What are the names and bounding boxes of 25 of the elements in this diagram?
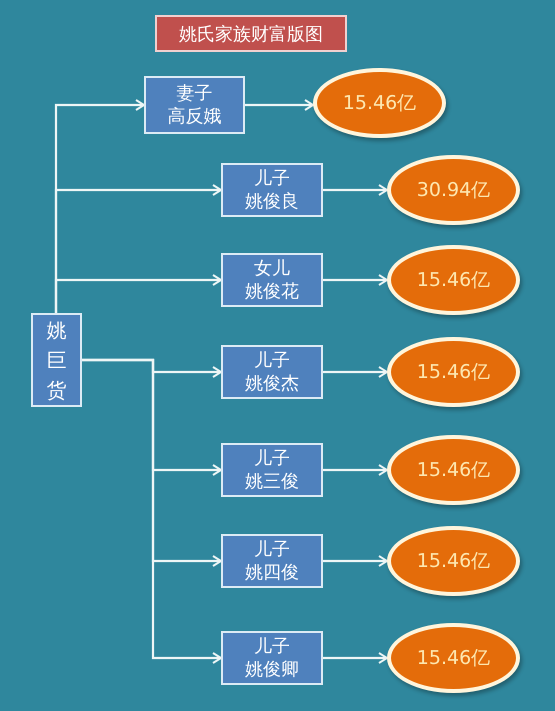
person-box: 姚巨货 bbox=[31, 313, 82, 407]
arrow bbox=[323, 652, 388, 664]
person-box: 儿子 姚俊杰 bbox=[221, 345, 323, 399]
person-box: 儿子 姚四俊 bbox=[221, 534, 323, 588]
person-box: 女儿 姚俊花 bbox=[221, 253, 323, 307]
amount-ellipse: 15.46亿 bbox=[387, 623, 520, 693]
amount-ellipse: 15.46亿 bbox=[387, 245, 520, 315]
amount-ellipse: 15.46亿 bbox=[387, 337, 520, 407]
arrow bbox=[54, 274, 222, 313]
arrow bbox=[245, 99, 314, 111]
amount-ellipse: 15.46亿 bbox=[313, 68, 446, 138]
arrow bbox=[82, 358, 222, 664]
arrow bbox=[323, 184, 388, 196]
arrow bbox=[323, 274, 388, 286]
person-box: 儿子 姚俊良 bbox=[221, 163, 323, 217]
title-box: 姚氏家族财富版图 bbox=[155, 15, 347, 52]
arrow bbox=[323, 464, 388, 476]
amount-ellipse: 15.46亿 bbox=[387, 526, 520, 596]
person-box: 儿子 姚俊卿 bbox=[221, 631, 323, 685]
person-box: 妻子 高反娥 bbox=[144, 76, 245, 134]
arrow bbox=[323, 366, 388, 378]
arrow bbox=[323, 555, 388, 567]
amount-ellipse: 30.94亿 bbox=[387, 155, 520, 225]
person-box: 儿子 姚三俊 bbox=[221, 443, 323, 497]
amount-ellipse: 15.46亿 bbox=[387, 435, 520, 505]
